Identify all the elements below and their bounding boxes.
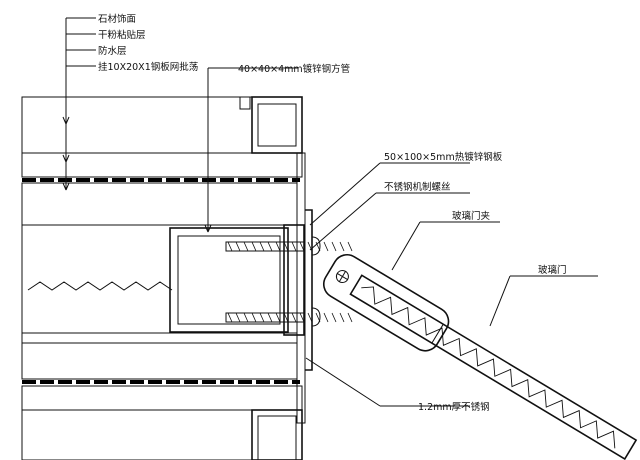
leader-lines-left — [62, 17, 96, 191]
steel-tube-middle — [169, 227, 289, 333]
steel-tube-top — [251, 96, 303, 154]
break-line — [27, 281, 173, 291]
glass-door-assembly — [322, 253, 638, 460]
label-glass-door: 玻璃门 — [538, 264, 567, 276]
glass-panel — [349, 274, 638, 460]
stone-layer-top — [21, 96, 253, 154]
concrete-wall — [21, 182, 298, 344]
label-steel-tube: 40×40×4mm镀锌钢方管 — [238, 63, 350, 75]
wall-edge — [296, 152, 306, 424]
stone-layer-bottom — [21, 409, 303, 460]
label-dry-adhesive: 干粉粘贴层 — [98, 29, 146, 41]
label-waterproof: 防水层 — [98, 45, 127, 57]
stainless-sheet — [305, 209, 313, 371]
label-mesh-render: 挂10X20X1钢板网批荡 — [98, 61, 198, 73]
leader-steel-tube — [204, 67, 298, 233]
insulation-layer-top — [21, 152, 303, 178]
glass-clamp — [322, 253, 450, 352]
label-ss-screw: 不锈钢机制螺丝 — [384, 181, 451, 193]
label-glass-clamp: 玻璃门夹 — [452, 210, 491, 222]
label-stone-finish: 石材饰面 — [98, 13, 136, 25]
concrete-bottom — [21, 342, 298, 380]
label-steel-plate: 50×100×5mm热镀锌钢板 — [384, 151, 503, 163]
screw-upper — [225, 236, 353, 256]
insulation-layer-bottom — [21, 385, 303, 411]
screw-lower — [225, 307, 353, 327]
leader-lines-right — [305, 162, 598, 407]
label-ss-sheet: 1.2mm厚不锈钢 — [418, 401, 490, 413]
steel-plate — [283, 224, 305, 336]
